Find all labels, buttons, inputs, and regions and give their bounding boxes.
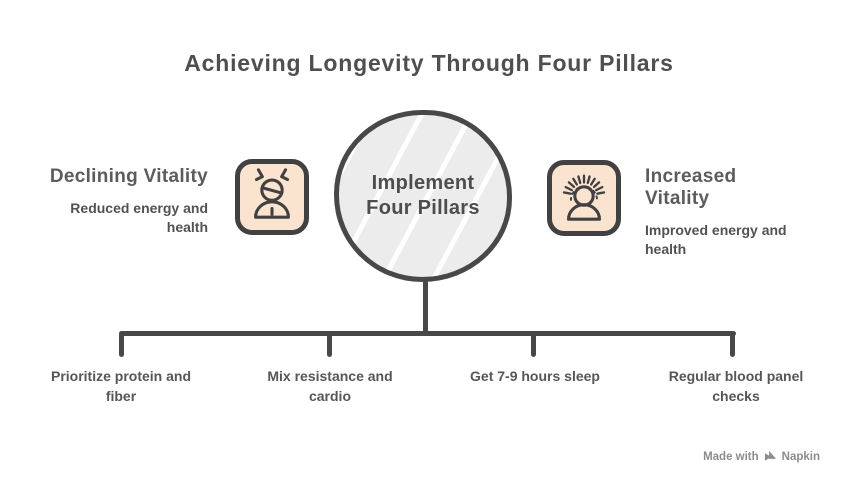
left-node-heading: Declining Vitality xyxy=(49,166,208,187)
stressed-person-icon xyxy=(243,165,301,230)
diagram-title: Achieving Longevity Through Four Pillars xyxy=(184,50,674,76)
pillar-label-protein-fiber: Prioritize protein and fiber xyxy=(50,368,191,405)
made-with-napkin-watermark[interactable]: Made with Napkin xyxy=(703,450,820,463)
right-node-heading: Increased Vitality xyxy=(645,166,737,209)
increased-vitality-icon-box xyxy=(547,160,621,236)
branch-drop-4 xyxy=(730,333,735,357)
radiant-person-icon xyxy=(555,166,613,231)
branch-drop-1 xyxy=(119,333,124,357)
branch-drop-2 xyxy=(327,333,332,357)
watermark-prefix: Made with xyxy=(703,450,759,463)
center-to-branch-connector xyxy=(423,280,428,333)
right-node-text: Increased Vitality Improved energy and h… xyxy=(645,166,805,259)
branch-drop-3 xyxy=(531,333,536,357)
left-node-text: Declining Vitality Reduced energy and he… xyxy=(48,166,208,237)
pillar-label-resistance-cardio: Mix resistance and cardio xyxy=(267,368,393,405)
center-node: Implement Four Pillars xyxy=(334,110,512,282)
napkin-logo-icon xyxy=(764,450,777,463)
branch-horizontal-line xyxy=(119,331,736,336)
center-node-label: Implement Four Pillars xyxy=(366,172,480,219)
pillar-label-blood-panel: Regular blood panel checks xyxy=(668,368,804,405)
watermark-brand: Napkin xyxy=(781,450,820,463)
right-node-description: Improved energy and health xyxy=(645,222,787,257)
left-node-description: Reduced energy and health xyxy=(70,200,208,235)
pillar-label-sleep: Get 7-9 hours sleep xyxy=(470,368,600,384)
declining-vitality-icon-box xyxy=(235,159,309,235)
